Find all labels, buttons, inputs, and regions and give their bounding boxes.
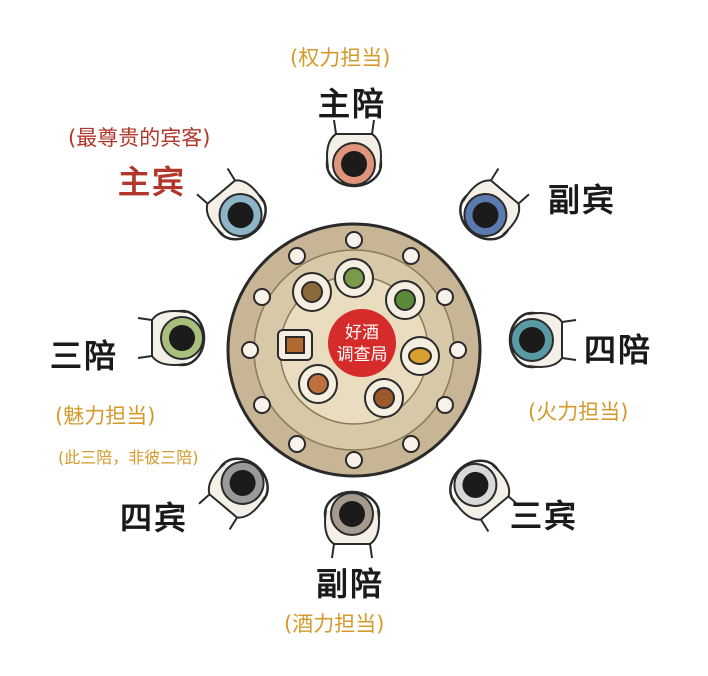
chair-zhubin — [190, 162, 277, 251]
chair-fupei — [323, 490, 381, 560]
fupei-note: (酒力担当) — [284, 612, 385, 636]
chair-zhupei — [325, 118, 383, 188]
zhupei-label: 主陪 — [318, 85, 387, 123]
svg-text:好酒: 好酒 — [345, 323, 379, 343]
chair-sanbin — [439, 449, 526, 538]
sipei-label: 四陪 — [584, 331, 653, 369]
chair-fubin — [449, 162, 536, 251]
zhupei-note: (权力担当) — [290, 46, 391, 70]
sanpei-label: 三陪 — [50, 337, 119, 375]
sanbin-label: 三宾 — [510, 497, 579, 535]
sipei-note: (火力担当) — [528, 400, 629, 424]
fupei-label: 副陪 — [316, 565, 385, 603]
zhubin-note: (最尊贵的宾客) — [68, 126, 211, 150]
food-dishes — [277, 258, 440, 418]
fubin-label: 副宾 — [548, 181, 617, 219]
sibin-label: 四宾 — [120, 499, 189, 537]
svg-text:调查局: 调查局 — [337, 345, 388, 365]
sanpei-note: (魅力担当) — [55, 404, 156, 428]
chair-sanpei — [136, 309, 206, 367]
sanpei-note-2: (此三陪，非彼三陪) — [58, 448, 199, 467]
zhubin-label: 主宾 — [118, 163, 187, 201]
chair-sipei — [508, 311, 578, 369]
chair-sibin — [192, 447, 279, 536]
seal-logo: 好酒 调查局 — [328, 309, 396, 377]
plate-settings — [241, 231, 467, 469]
